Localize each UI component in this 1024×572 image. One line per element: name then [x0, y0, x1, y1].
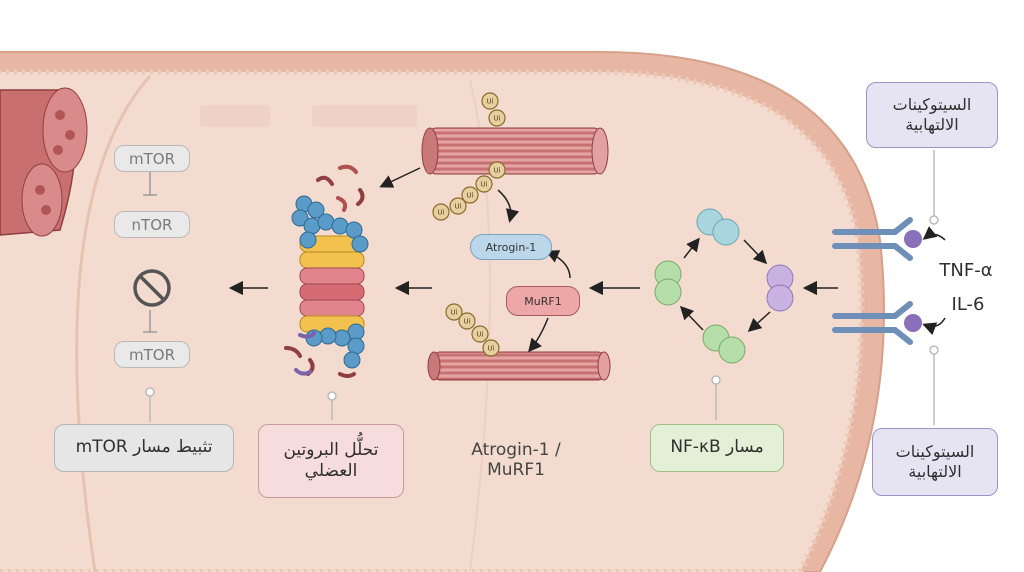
atrogin-1-bubble: Atrogin-1: [470, 234, 552, 260]
il6-label: IL-6: [951, 293, 985, 315]
nfkb-pathway-box: مسار NF-κB: [650, 424, 784, 472]
protein-degradation-box: تحلُّل البروتين العضلي: [258, 424, 404, 498]
cytokine-box-top: السيتوكينات الالتهابية: [866, 82, 998, 148]
murf1-bubble: MuRF1: [506, 286, 580, 316]
ubiquitin-label: Ui: [450, 309, 457, 317]
muscle-bundle-icon: [0, 87, 88, 237]
cytokine-ligand-icon: [904, 230, 922, 248]
mtor-node-bottom: mTOR: [114, 341, 190, 368]
ubiquitin-chain-icon: [432, 92, 506, 357]
proteasome-icon: [291, 195, 369, 369]
ubiquitin-label: Ui: [493, 167, 500, 175]
cytokine-box-bottom-text: السيتوكينات الالتهابية: [895, 442, 975, 481]
ubiquitin-label: Ui: [454, 203, 461, 211]
protein-degradation-text: تحلُّل البروتين العضلي: [283, 439, 379, 481]
ubiquitin-label: Ui: [463, 318, 470, 326]
ligase-arrows: [379, 167, 571, 353]
arrow-tnf: [922, 226, 946, 241]
nfkb-complex-icon: [654, 208, 794, 364]
ubiquitin-label: Ui: [487, 345, 494, 353]
nfkb-pathway-text: مسار NF-κB: [670, 437, 764, 458]
mtor-node-top: mTOR: [114, 145, 190, 172]
ubiquitin-label: Ui: [480, 181, 487, 189]
connectors: [145, 150, 939, 425]
ubiquitin-label: Ui: [486, 98, 493, 106]
mtor-inhibition-box: تثبيط مسار mTOR: [54, 424, 234, 472]
atrogin-murf-label: Atrogin-1 / MuRF1: [448, 432, 584, 488]
inhibition-icon: [143, 172, 157, 333]
ubiquitin-label: Ui: [476, 331, 483, 339]
ubiquitin-label: Ui: [437, 209, 444, 217]
arrow-il6: [922, 317, 946, 336]
cytokine-box-top-text: السيتوكينات الالتهابية: [892, 95, 972, 134]
cytokine-box-bottom: السيتوكينات الالتهابية: [872, 428, 998, 496]
ntor-node: nTOR: [114, 211, 190, 238]
muscle-fiber-icon: [421, 127, 611, 381]
prohibited-icon: [133, 269, 171, 307]
receptor-icon: [832, 217, 913, 345]
atrogin-murf-text: Atrogin-1 / MuRF1: [471, 440, 561, 480]
ubiquitin-label: Ui: [466, 192, 473, 200]
tnf-alpha-label: TNF-α: [939, 259, 993, 281]
cycle-arrows: [679, 237, 771, 333]
cytokine-ligand-icon: [904, 314, 922, 332]
peptide-fragments-icon: [284, 164, 365, 378]
mtor-inhibition-text: تثبيط مسار mTOR: [75, 437, 213, 458]
ubiquitin-label: Ui: [493, 115, 500, 123]
